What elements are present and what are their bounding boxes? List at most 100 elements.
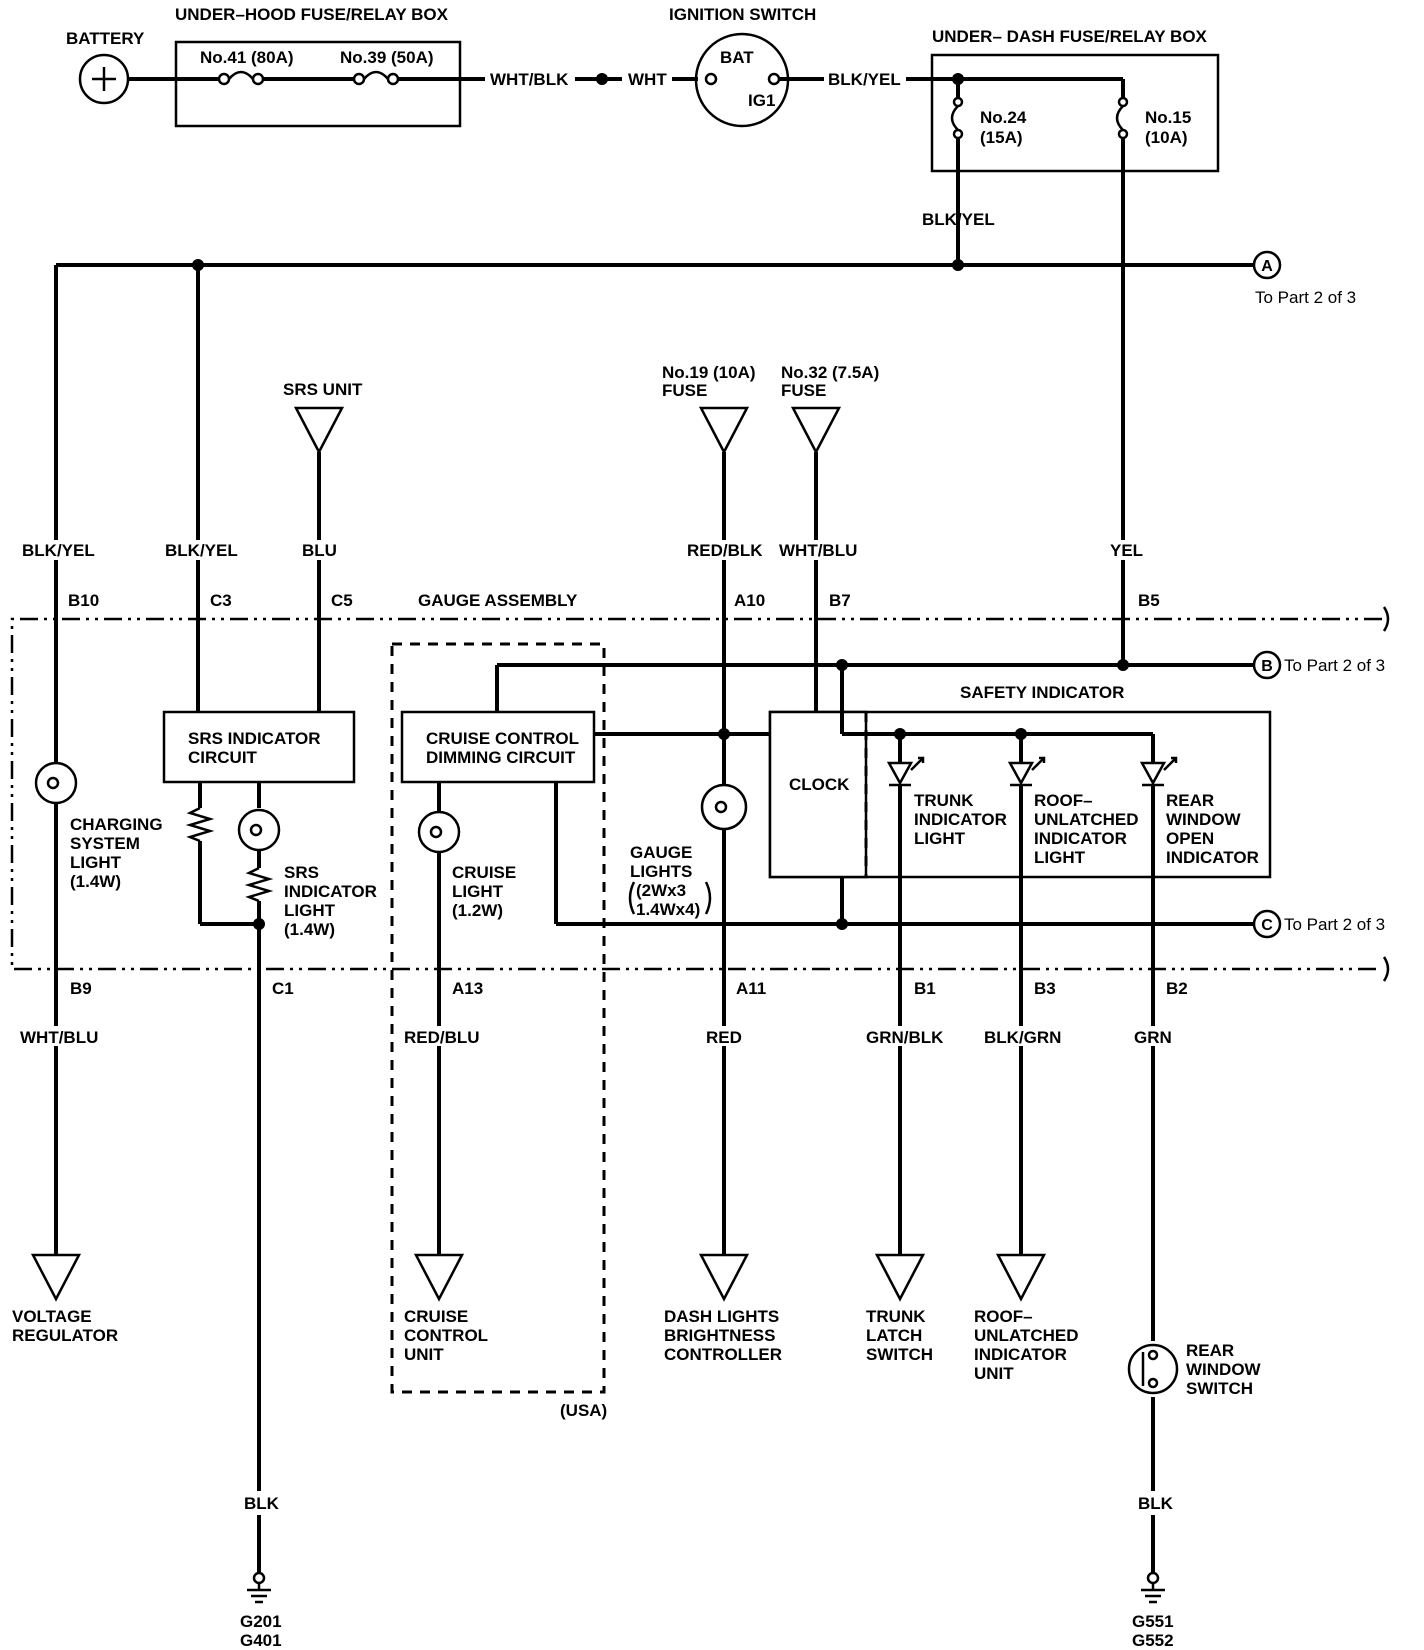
ig1-terminal: IG1 [748, 91, 775, 110]
srs-unit-label: SRS UNIT [283, 380, 363, 399]
cruise-light-l1: CRUISE [452, 863, 516, 882]
roof-light-l4: LIGHT [1034, 848, 1086, 867]
srs-indicator-circuit [162, 710, 356, 784]
cruise-light-l2: LIGHT [452, 882, 504, 901]
wire-blk-yel-ign: BLK/YEL [828, 70, 901, 89]
pin-c5: C5 [331, 591, 353, 610]
connector-a: A [1252, 250, 1282, 280]
voltage-regulator-l2: REGULATOR [12, 1326, 118, 1345]
gauge-lights-l3: (2Wx3 [636, 881, 686, 900]
cruise-light [417, 810, 461, 854]
charging-light-l1: CHARGING [70, 815, 163, 834]
fuse-24 [950, 79, 964, 265]
srs-resistor [185, 806, 215, 843]
wire-label-5: WHT/BLU [779, 541, 857, 560]
clock-label: CLOCK [789, 775, 850, 794]
under-dash-box-label: UNDER– DASH FUSE/RELAY BOX [932, 27, 1208, 46]
lower-wire-2: RED/BLU [404, 1028, 480, 1047]
rear-switch-l3: SWITCH [1186, 1379, 1253, 1398]
gauge-assembly-label: GAUGE ASSEMBLY [418, 591, 578, 610]
trunk-latch-switch-terminal [874, 1253, 926, 1302]
pin-a13: A13 [452, 979, 483, 998]
pin-b5: B5 [1138, 591, 1160, 610]
wire-label-6: YEL [1110, 541, 1143, 560]
cruise-dimming-circuit [400, 710, 596, 784]
charging-system-light [34, 761, 78, 805]
trunk-switch-l2: LATCH [866, 1326, 922, 1345]
ground-wire-blk-1: BLK [244, 1494, 280, 1513]
voltage-regulator-terminal [30, 1253, 82, 1302]
connector-c-label: To Part 2 of 3 [1284, 915, 1385, 934]
fuse-32-suffix: FUSE [781, 381, 826, 400]
gauge-lights-l4: 1.4Wx4) [636, 900, 700, 919]
srs-circuit-l2: CIRCUIT [188, 748, 258, 767]
rear-switch-l1: REAR [1186, 1341, 1234, 1360]
dash-lights-l2: BRIGHTNESS [664, 1326, 775, 1345]
fuse-19-suffix: FUSE [662, 381, 707, 400]
roof-unit-l4: UNIT [974, 1364, 1014, 1383]
roof-unit-l1: ROOF– [974, 1307, 1033, 1326]
rear-switch-l2: WINDOW [1186, 1360, 1262, 1379]
connector-b-label: To Part 2 of 3 [1284, 656, 1385, 675]
under-hood-fuse-box [174, 40, 462, 128]
rear-light-l3: OPEN [1166, 829, 1214, 848]
srs-light-l2: INDICATOR [284, 882, 377, 901]
ground-g551-symbol [1141, 1571, 1165, 1604]
cruise-circuit-l2: DIMMING CIRCUIT [426, 748, 576, 767]
trunk-indicator-led [886, 734, 925, 969]
srs-light-resistor [244, 866, 274, 903]
lower-wire-5: BLK/GRN [984, 1028, 1061, 1047]
pin-b1: B1 [914, 979, 936, 998]
rear-window-led [1139, 734, 1178, 969]
wire-label-2: BLK/YEL [165, 541, 238, 560]
dash-lights-l1: DASH LIGHTS [664, 1307, 779, 1326]
fuse-15 [1115, 79, 1129, 540]
rear-window-switch [1127, 1343, 1179, 1395]
ground-wire-blk-2: BLK [1138, 1494, 1174, 1513]
wire-label-4: RED/BLK [687, 541, 763, 560]
roof-unit-l3: INDICATOR [974, 1345, 1067, 1364]
ground-g201-symbol [247, 1571, 271, 1604]
pin-b10: B10 [68, 591, 99, 610]
pin-b7: B7 [829, 591, 851, 610]
fuse-32-label: No.32 (7.5A) [781, 363, 879, 382]
roof-unlatched-unit-terminal [995, 1253, 1047, 1302]
roof-light-l3: INDICATOR [1034, 829, 1127, 848]
fuse-19-label: No.19 (10A) [662, 363, 756, 382]
safety-indicator-label: SAFETY INDICATOR [960, 683, 1124, 702]
fuse-24-label: No.24 [980, 108, 1027, 127]
cruise-circuit-l1: CRUISE CONTROL [426, 729, 579, 748]
dash-lights-l3: CONTROLLER [664, 1345, 782, 1364]
wire-label-3: BLU [302, 541, 337, 560]
connector-c: C [1252, 909, 1282, 939]
pin-b9: B9 [70, 979, 92, 998]
battery [78, 53, 130, 105]
connector-a-label: To Part 2 of 3 [1255, 288, 1356, 307]
fuse-19-terminal [698, 406, 750, 455]
lower-wire-4: GRN/BLK [866, 1028, 944, 1047]
ignition-switch-label: IGNITION SWITCH [669, 5, 816, 24]
gauge-lights [700, 783, 748, 831]
srs-indicator-light [237, 808, 281, 852]
battery-label: BATTERY [66, 29, 145, 48]
rear-light-l4: INDICATOR [1166, 848, 1259, 867]
srs-circuit-l1: SRS INDICATOR [188, 729, 321, 748]
gauge-lights-l1: GAUGE [630, 843, 692, 862]
rear-light-l2: WINDOW [1166, 810, 1242, 829]
pin-a11: A11 [736, 979, 766, 998]
rear-light-l1: REAR [1166, 791, 1214, 810]
fuse-32-terminal [790, 406, 842, 455]
cruise-control-unit-terminal [413, 1253, 465, 1302]
srs-light-l1: SRS [284, 863, 319, 882]
srs-unit-terminal [293, 406, 345, 455]
fuse-39-label: No.39 (50A) [340, 48, 434, 67]
ground-g401: G401 [240, 1631, 282, 1650]
gauge-assembly-boundary [10, 606, 1390, 982]
usa-label: (USA) [560, 1401, 607, 1420]
trunk-light-l1: TRUNK [914, 791, 974, 810]
roof-light-l1: ROOF– [1034, 791, 1093, 810]
srs-light-l3: LIGHT [284, 901, 336, 920]
cruise-unit-l1: CRUISE [404, 1307, 468, 1326]
svg-text:C: C [1261, 917, 1273, 934]
